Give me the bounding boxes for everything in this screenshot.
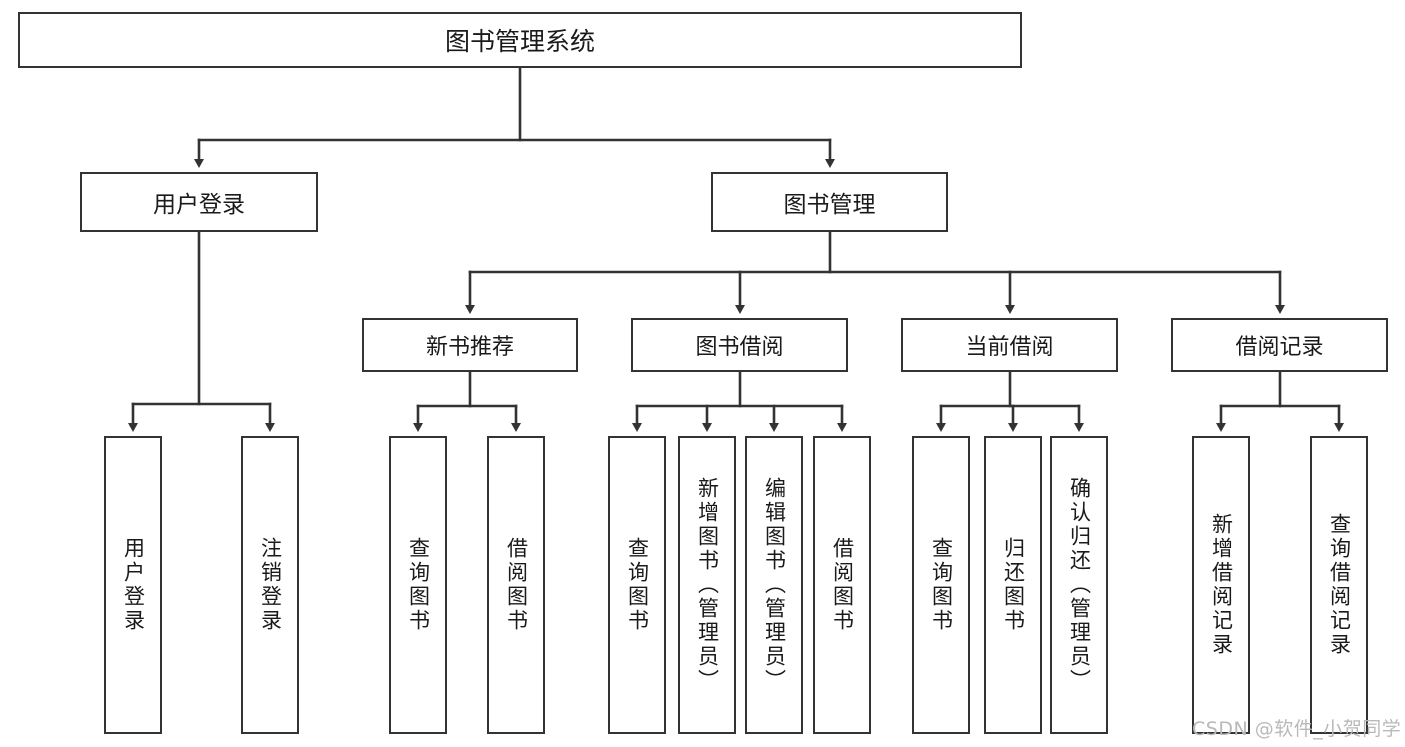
- node-leaf-edit-book[interactable]: 编辑图书（管理员）: [745, 436, 803, 734]
- node-book-manage-label: 图书管理: [783, 192, 876, 218]
- node-leaf-query-book-2[interactable]: 查询图书: [608, 436, 666, 734]
- node-leaf-return-book-label: 归还图书: [1001, 537, 1026, 633]
- node-user-login[interactable]: 用户登录: [80, 172, 318, 232]
- node-book-borrow[interactable]: 图书借阅: [631, 318, 848, 372]
- node-borrow-record[interactable]: 借阅记录: [1171, 318, 1388, 372]
- node-leaf-borrow-book-2[interactable]: 借阅图书: [813, 436, 871, 734]
- node-leaf-confirm-return-label: 确认归还（管理员）: [1067, 477, 1092, 693]
- node-leaf-return-book[interactable]: 归还图书: [984, 436, 1042, 734]
- node-leaf-confirm-return[interactable]: 确认归还（管理员）: [1050, 436, 1108, 734]
- node-new-book-recommend[interactable]: 新书推荐: [362, 318, 578, 372]
- node-leaf-add-record-label: 新增借阅记录: [1209, 513, 1234, 657]
- node-root[interactable]: 图书管理系统: [18, 12, 1022, 68]
- node-leaf-query-record[interactable]: 查询借阅记录: [1310, 436, 1368, 734]
- csdn-watermark: CSDN @软件_小贺同学: [1192, 718, 1402, 740]
- node-user-login-label: 用户登录: [153, 192, 245, 218]
- node-leaf-query-book-2-label: 查询图书: [625, 537, 650, 633]
- node-leaf-borrow-book-1[interactable]: 借阅图书: [487, 436, 545, 734]
- node-book-borrow-label: 图书借阅: [695, 335, 784, 360]
- node-leaf-query-book-3-label: 查询图书: [929, 537, 954, 633]
- node-leaf-borrow-book-2-label: 借阅图书: [830, 537, 855, 633]
- node-leaf-edit-book-label: 编辑图书（管理员）: [762, 477, 787, 693]
- node-current-borrow[interactable]: 当前借阅: [901, 318, 1118, 372]
- node-leaf-query-book-1-label: 查询图书: [406, 537, 431, 633]
- node-leaf-add-book[interactable]: 新增图书（管理员）: [678, 436, 736, 734]
- node-leaf-user-login-label: 用户登录: [121, 537, 146, 633]
- node-leaf-add-book-label: 新增图书（管理员）: [695, 477, 720, 693]
- node-leaf-query-record-label: 查询借阅记录: [1327, 513, 1352, 657]
- node-leaf-user-login[interactable]: 用户登录: [104, 436, 162, 734]
- node-book-manage[interactable]: 图书管理: [711, 172, 948, 232]
- node-leaf-logout-login-label: 注销登录: [258, 537, 283, 633]
- node-leaf-add-record[interactable]: 新增借阅记录: [1192, 436, 1250, 734]
- node-leaf-query-book-3[interactable]: 查询图书: [912, 436, 970, 734]
- node-root-label: 图书管理系统: [444, 27, 595, 56]
- node-new-book-recommend-label: 新书推荐: [425, 335, 514, 360]
- node-leaf-logout-login[interactable]: 注销登录: [241, 436, 299, 734]
- node-leaf-query-book-1[interactable]: 查询图书: [389, 436, 447, 734]
- node-leaf-borrow-book-1-label: 借阅图书: [504, 537, 529, 633]
- node-current-borrow-label: 当前借阅: [965, 335, 1054, 360]
- node-borrow-record-label: 借阅记录: [1235, 335, 1324, 360]
